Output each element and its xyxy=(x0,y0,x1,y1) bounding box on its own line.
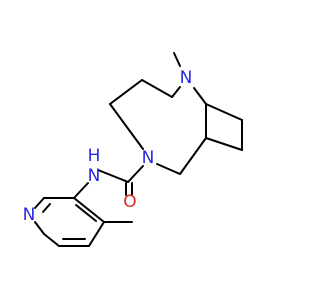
bond-c5-c7 xyxy=(205,137,243,151)
bond-nbridge-c1 xyxy=(171,86,181,98)
bond-py-n1-c6 xyxy=(34,221,45,235)
bond-methyl-nbridge xyxy=(173,52,181,67)
bond-c2-c3 xyxy=(109,79,143,105)
bond-c4-c5 xyxy=(179,137,207,175)
bond-ccarbonyl-namide xyxy=(97,169,129,183)
bond-nbridge-c6 xyxy=(193,87,207,105)
atom-label-n-bridge: N xyxy=(180,68,193,88)
pyridine-ring xyxy=(34,197,133,247)
molecule-structure: N N N H O N xyxy=(23,52,243,247)
atom-label-o-carbonyl: O xyxy=(123,192,136,212)
atom-label-n-ring: N xyxy=(142,148,155,168)
atom-label-n-amide: N xyxy=(88,166,101,186)
bond-py-c3b-c3 xyxy=(73,197,105,223)
bond-namide-pyridine xyxy=(73,182,89,199)
bond-py-c6-c5 xyxy=(43,233,60,247)
atom-label-h-amide: H xyxy=(88,146,101,166)
bond-nring-c4 xyxy=(156,163,181,175)
bond-nring-ccarbonyl xyxy=(127,165,144,183)
bond-c3-nring xyxy=(109,103,144,150)
bond-py-c4-c3 xyxy=(88,221,105,247)
bond-py-inner-3 xyxy=(75,204,97,222)
bicyclic-ring xyxy=(109,52,243,175)
carboxamide-group xyxy=(73,165,144,199)
bond-py-inner-1 xyxy=(42,203,51,213)
atom-label-n-pyridine: N xyxy=(23,205,36,225)
bond-c1-c2 xyxy=(141,79,173,98)
bond-c8-c6 xyxy=(205,103,243,121)
bond-py-c2-n1 xyxy=(34,197,45,209)
